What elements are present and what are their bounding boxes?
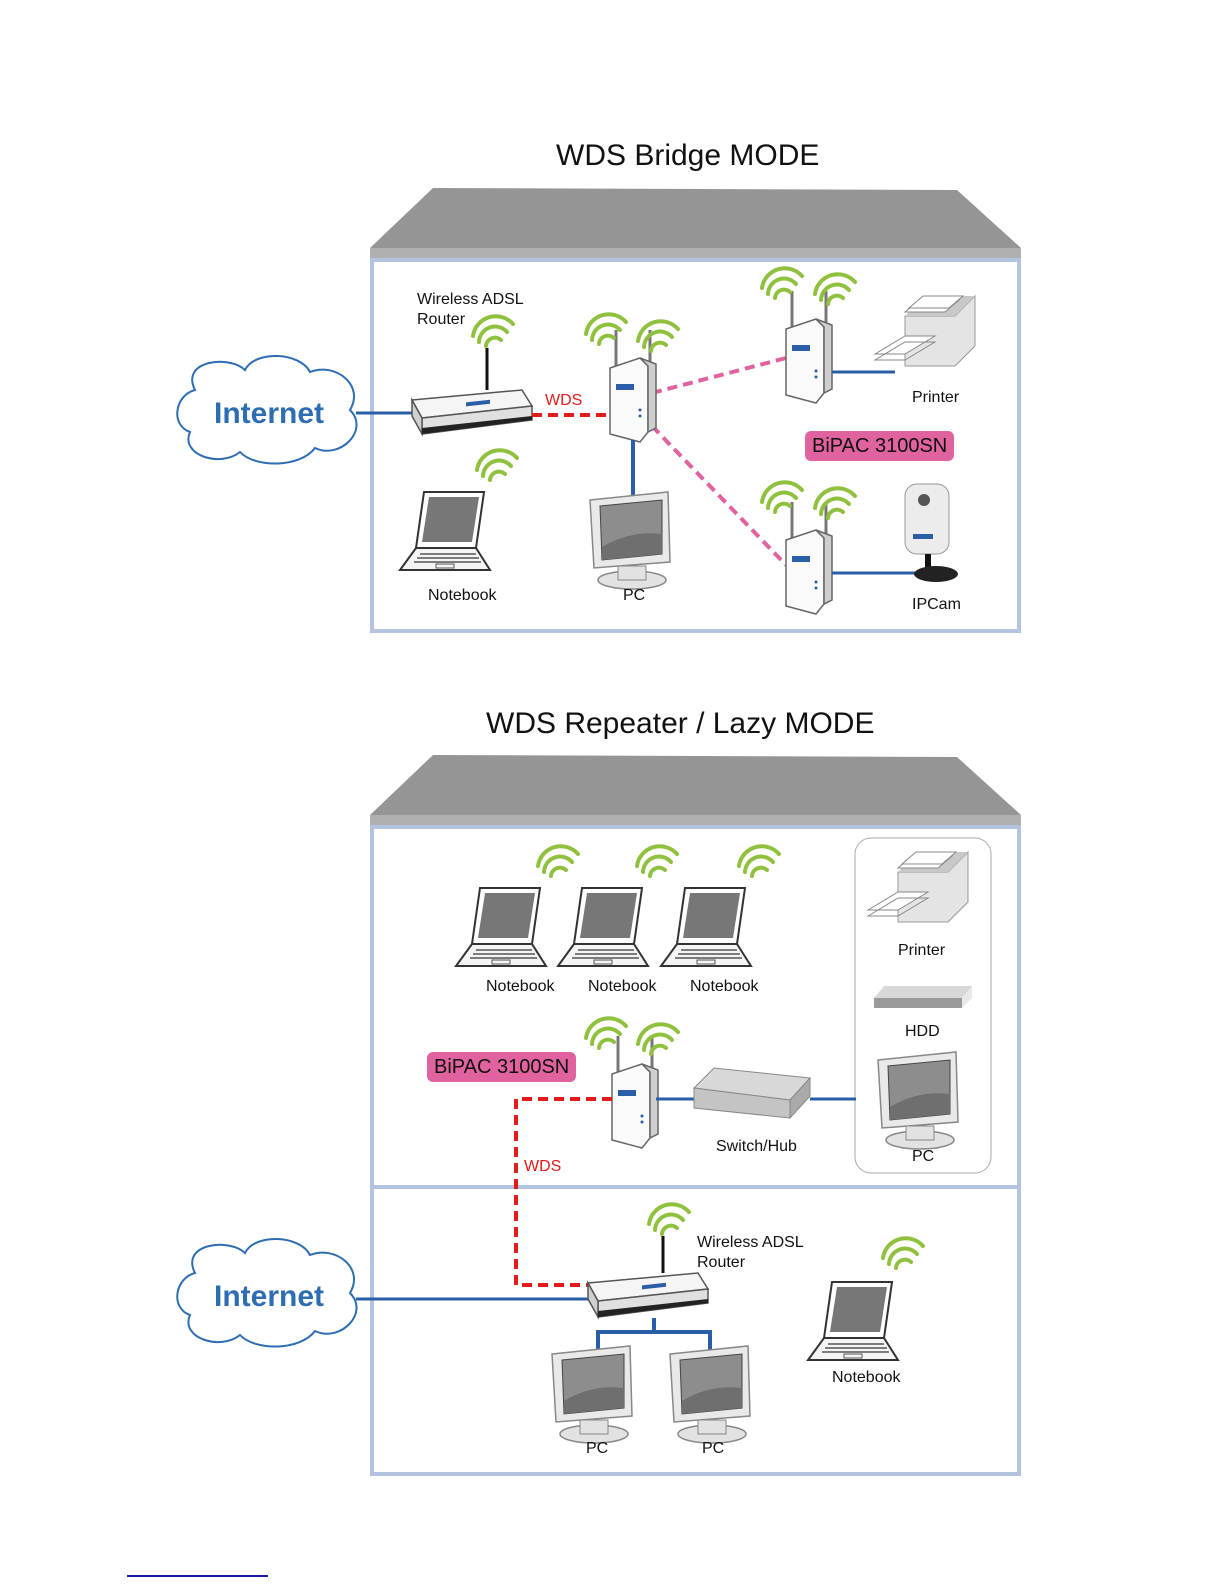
switch-hub-label: Switch/Hub — [716, 1137, 797, 1157]
ipcam-label: IPCam — [912, 595, 961, 615]
router-label-line1: Wireless ADSL — [697, 1233, 804, 1253]
notebook-label: Notebook — [588, 977, 657, 997]
router-label: Wireless ADSL Router — [697, 1233, 804, 1273]
device-badge: BiPAC 3100SN — [805, 431, 954, 461]
bridge-mode-title: WDS Bridge MODE — [556, 139, 819, 173]
router-label-line2: Router — [697, 1253, 804, 1273]
wds-label: WDS — [545, 392, 582, 410]
pc-label: PC — [912, 1147, 934, 1167]
router-label-line1: Wireless ADSL — [417, 290, 524, 310]
roof — [370, 755, 1021, 815]
printer-label: Printer — [898, 941, 945, 961]
hdd-label: HDD — [905, 1022, 940, 1042]
repeater-mode-title: WDS Repeater / Lazy MODE — [486, 707, 874, 741]
notebook-label: Notebook — [486, 977, 555, 997]
wds-label: WDS — [524, 1158, 561, 1176]
router-label-line2: Router — [417, 310, 524, 330]
roof — [370, 188, 1021, 248]
notebook-label: Notebook — [428, 586, 497, 606]
internet-label: Internet — [214, 397, 324, 430]
pc-label: PC — [586, 1439, 608, 1459]
internet-label: Internet — [214, 1280, 324, 1313]
device-badge: BiPAC 3100SN — [427, 1052, 576, 1082]
hdd-icon — [874, 986, 972, 1008]
footnote-separator — [127, 1575, 268, 1577]
printer-label: Printer — [912, 388, 959, 408]
notebook-label: Notebook — [832, 1368, 901, 1388]
pc-label: PC — [702, 1439, 724, 1459]
router-label: Wireless ADSL Router — [417, 290, 524, 330]
notebook-label: Notebook — [690, 977, 759, 997]
pc-label: PC — [623, 586, 645, 606]
